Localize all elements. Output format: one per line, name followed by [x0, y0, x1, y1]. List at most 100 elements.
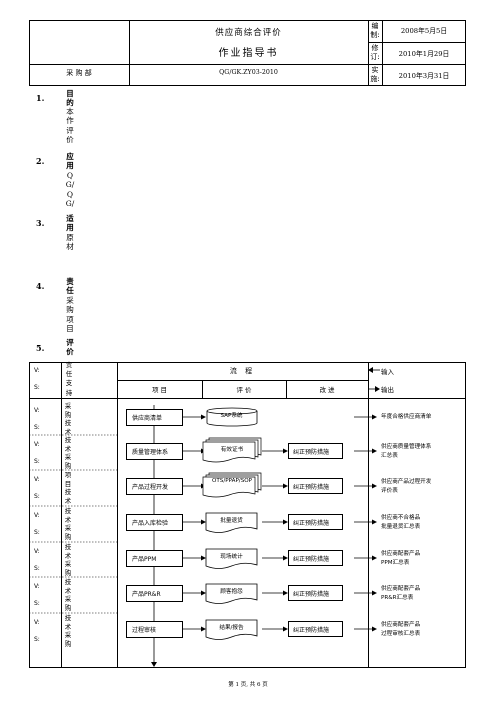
row-improve-box: 纠正预防措施 — [288, 621, 343, 637]
row-output-text: 批量退货汇总表 — [381, 524, 421, 530]
flow-col-divider — [202, 380, 203, 398]
multi-document-shape — [202, 441, 256, 463]
flow-header-process: 流 程 — [229, 367, 256, 375]
flow-row-divider — [117, 380, 368, 381]
meta-label-effective: 实施: — [370, 66, 380, 83]
header-divider — [368, 64, 466, 65]
flow-header-item: 项 目 — [151, 386, 168, 394]
output-arrow-icon — [372, 448, 377, 454]
row-v-label: V: — [34, 548, 40, 555]
row-item-box: 产品PR&R — [126, 585, 183, 602]
row-s-label: S: — [34, 458, 40, 465]
database-shape — [206, 407, 258, 427]
output-arrow-icon — [372, 414, 377, 420]
flow-header-eval: 评 价 — [236, 386, 252, 394]
row-output-text: 供应商配套产品 — [381, 551, 421, 557]
flow-arrow-head-icon — [201, 626, 206, 632]
row-v-label: V: — [34, 583, 40, 590]
document-shape — [205, 512, 258, 533]
input-arrow-icon — [368, 367, 380, 373]
row-output-text: PPM汇总表 — [381, 560, 410, 566]
doc-title: 供应商综合评价 — [215, 28, 282, 38]
header-divider — [368, 42, 466, 43]
row-s-label: S: — [34, 424, 40, 431]
row-eval-label: 现场统计 — [220, 554, 243, 560]
flow-col-divider — [286, 380, 287, 398]
document-shape — [205, 548, 258, 569]
flow-header-s: S: — [34, 384, 40, 391]
row-v-label: V: — [34, 441, 40, 448]
row-item-box: 过程审核 — [126, 621, 183, 638]
flow-header-improve: 改 进 — [319, 386, 335, 394]
row-output-text: 年度合格供应商清单 — [381, 414, 432, 420]
flow-header-responsibility: 责任支持 — [65, 361, 73, 397]
meta-value-revised: 2010年1月29日 — [398, 50, 450, 58]
row-eval-label: SAP系统 — [220, 413, 243, 419]
flow-col-divider — [61, 362, 62, 668]
section-4-text: 采购项目 — [66, 296, 74, 334]
department: 采 购 部 — [66, 69, 92, 77]
output-arrow-icon — [368, 386, 380, 392]
row-s-label: S: — [34, 565, 40, 572]
output-arrow-icon — [372, 555, 377, 561]
row-improve-box: 纠正预防措施 — [288, 585, 343, 601]
meta-value-compiled: 2008年5月5日 — [400, 27, 448, 35]
output-arrow-icon — [372, 590, 377, 596]
row-responsibility: 技术采购 — [64, 578, 72, 612]
row-eval-label: 有效证书 — [220, 447, 244, 453]
row-item-box: 产品过程开发 — [126, 478, 183, 495]
row-v-label: V: — [34, 619, 40, 626]
row-improve-box: 纠正预防措施 — [288, 443, 343, 459]
section-1-number: 1. — [36, 93, 45, 103]
row-output-text: 供应商产品过程开发 — [381, 479, 432, 485]
row-output-text: 供应商配套产品 — [381, 622, 421, 628]
row-responsibility: 技术采购 — [64, 543, 72, 577]
section-4-number: 4. — [36, 281, 45, 291]
meta-label-revised: 修订: — [370, 44, 380, 61]
section-3-number: 3. — [36, 218, 45, 228]
row-s-label: S: — [34, 636, 40, 643]
output-arrow-icon — [372, 483, 377, 489]
row-responsibility: 技术采购 — [64, 614, 72, 648]
row-eval-label: 批量退货 — [220, 518, 243, 524]
row-responsibility: 技术采购 — [64, 507, 72, 541]
flow-arrow-head-icon — [201, 519, 206, 525]
section-2-number: 2. — [36, 156, 45, 166]
flow-col-divider — [368, 362, 369, 668]
row-v-label: V: — [34, 476, 40, 483]
flow-arrow-head-icon — [201, 414, 206, 420]
row-v-label: V: — [34, 512, 40, 519]
flow-arrow-head-icon — [201, 590, 206, 596]
row-eval-label: OTS/PPAP/SOP — [211, 478, 253, 484]
header-frame — [29, 20, 466, 86]
row-item-box: 供应商清单 — [126, 409, 183, 426]
flow-arrow-head-icon — [283, 626, 288, 632]
header-divider — [368, 20, 369, 86]
section-3-text: 原材 — [66, 233, 74, 252]
flow-header-v: V: — [34, 367, 40, 374]
row-responsibility: 技术采购 — [64, 436, 72, 470]
row-responsibility: 采购技术 — [64, 402, 72, 436]
flow-col-divider — [117, 362, 118, 668]
row-improve-box: 纠正预防措施 — [288, 514, 343, 530]
row-item-box: 产品入库检验 — [126, 514, 183, 531]
flow-table — [29, 362, 466, 668]
meta-label-compiled: 编制: — [370, 22, 380, 39]
flow-arrow-head-icon — [283, 448, 288, 454]
row-output-text: 汇总表 — [381, 453, 398, 459]
row-v-label: V: — [34, 407, 40, 414]
row-s-label: S: — [34, 600, 40, 607]
flow-end-arrow-icon — [151, 662, 157, 667]
header-divider — [382, 20, 383, 86]
row-s-label: S: — [34, 529, 40, 536]
section-5-number: 5. — [36, 343, 45, 353]
section-3-heading: 适用 — [66, 214, 74, 233]
meta-value-effective: 2010年3月31日 — [398, 72, 450, 80]
document-code: QG/GK.ZY03-2010 — [219, 69, 278, 76]
row-output-text: 供应商质量管理体系 — [381, 444, 432, 450]
flow-header-output: 输出 — [381, 386, 394, 394]
flow-arrow-head-icon — [201, 555, 206, 561]
row-eval-label: 结果/报告 — [219, 625, 244, 631]
row-item-box: 产品PPM — [126, 550, 183, 567]
